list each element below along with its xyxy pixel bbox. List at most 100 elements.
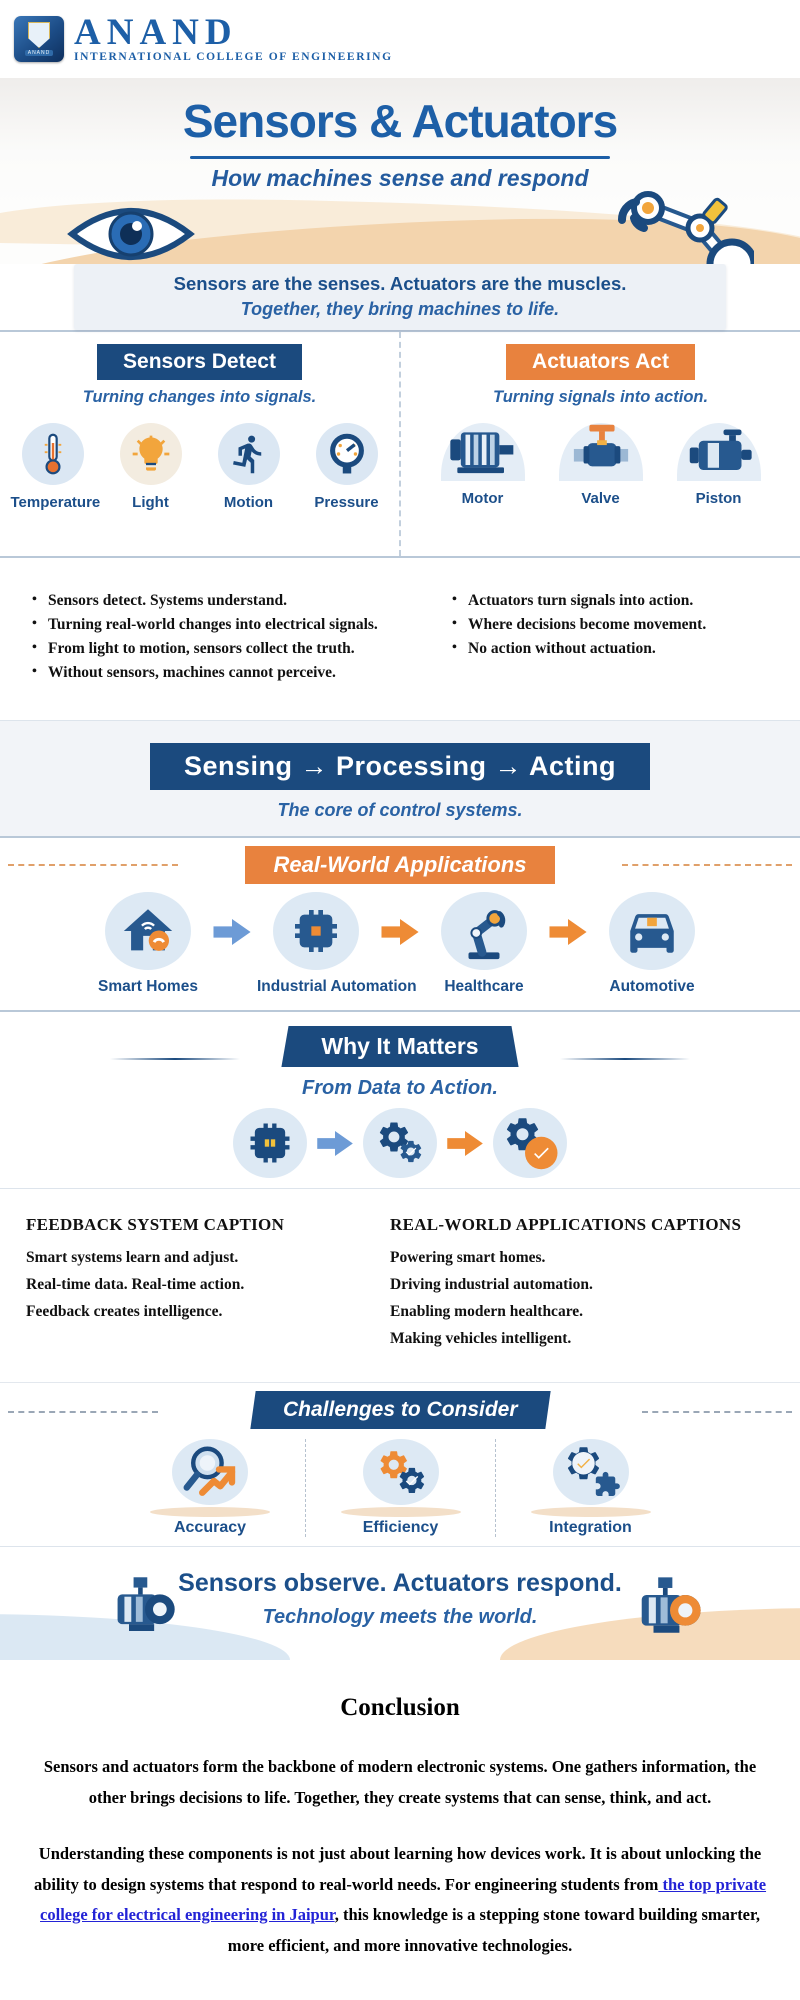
logo-subtitle: INTERNATIONAL COLLEGE OF ENGINEERING [74,50,393,63]
why-it-matters-section: Why It Matters From Data to Action. [0,1010,800,1188]
app-item-smart-homes: Smart Homes [89,892,207,996]
healthcare-robot-arm-icon [441,892,527,970]
applications-header: Real-World Applications [245,846,555,884]
banner-line-right [560,1058,690,1060]
pressure-gauge-icon [315,423,378,485]
chip-icon [273,892,359,970]
closing-line1: Sensors observe. Actuators respond. [178,1569,622,1597]
actuator-item-piston: Piston [667,423,771,507]
light-bulb-icon [119,423,182,485]
why-subtitle: From Data to Action. [302,1077,498,1099]
closing-line2: Technology meets the world. [262,1606,538,1628]
challenges-header: Challenges to Consider [250,1391,550,1429]
shield-icon [28,22,50,48]
app-item-automotive: Automotive [593,892,711,996]
sensor-item-temperature: Temperature [11,423,100,511]
sensor-bullet: Without sensors, machines cannot perceiv… [32,664,440,682]
flow-section: Sensing → Processing → Acting The core o… [0,720,800,836]
robot-arm-icon [604,162,754,264]
applications-captions: REAL-WORLD APPLICATIONS CAPTIONS Powerin… [376,1215,800,1382]
actuator-item-valve: Valve [549,423,653,507]
conclusion-heading: Conclusion [340,1694,460,1721]
tagline-section: Sensors are the senses. Actuators are th… [0,264,800,330]
sensor-item-light: Light [109,423,193,511]
sensor-item-motion: Motion [207,423,291,511]
challenge-item-accuracy: Accuracy [115,1439,305,1537]
bullet-lists-section: Sensors detect. Systems understand. Turn… [0,556,800,720]
gear-puzzle-icon [552,1439,629,1505]
arrow-right-icon [381,919,419,945]
conclusion-paragraph-2: Understanding these components is not ju… [33,1844,767,1955]
logo-ribbon-text: ANAND [24,50,54,56]
actuator-bullet: Actuators turn signals into action. [452,592,800,610]
sensors-detect-header: Sensors Detect [97,344,302,380]
arrow-right-icon [213,919,251,945]
chip-icon [233,1108,307,1178]
valve-icon [558,423,643,481]
actuators-act-header: Actuators Act [506,344,695,380]
flow-subtitle: The core of control systems. [277,800,523,820]
hero-banner: Sensors & Actuators How machines sense a… [0,78,800,264]
pump-icon [632,1575,708,1641]
challenge-item-integration: Integration [495,1439,685,1537]
magnifier-chart-icon [172,1439,248,1505]
page-subtitle: How machines sense and respond [211,165,589,191]
captions-section: FEEDBACK SYSTEM CAPTION Smart systems le… [0,1188,800,1382]
header: ANAND ANAND INTERNATIONAL COLLEGE OF ENG… [0,0,800,78]
smart-home-icon [105,892,191,970]
dashed-line-left [8,864,178,866]
conclusion-paragraph-1: Sensors and actuators form the backbone … [43,1757,757,1807]
feedback-captions-heading: FEEDBACK SYSTEM CAPTION [26,1215,285,1234]
sensor-bullet: From light to motion, sensors collect th… [32,640,440,658]
actuator-bullets: Actuators turn signals into action. Wher… [440,592,800,720]
dashed-line-right [622,864,792,866]
college-logo-icon: ANAND [14,16,64,62]
arrow-right-icon [549,919,587,945]
why-it-matters-header: Why It Matters [281,1026,519,1067]
dashed-line-left [8,1411,158,1413]
applications-section: Real-World Applications Smart Homes [0,836,800,1010]
gears-efficiency-icon [362,1439,439,1505]
sensor-bullet: Turning real-world changes into electric… [32,616,440,634]
feedback-captions: FEEDBACK SYSTEM CAPTION Smart systems le… [0,1215,376,1382]
tagline-card: Sensors are the senses. Actuators are th… [74,264,726,330]
thermometer-icon [21,423,84,485]
logo-title: ANAND [74,11,238,53]
jaipur-college-link[interactable]: the top private college for electrical e… [40,1874,767,1925]
gears-check-icon [363,1108,437,1178]
flow-banner: Sensing → Processing → Acting [149,743,651,790]
gear-approved-icon [493,1108,567,1178]
sensors-subtitle: Turning changes into signals. [82,388,317,406]
actuator-item-motor: Motor [431,423,535,507]
logo-text: ANAND INTERNATIONAL COLLEGE OF ENGINEERI… [74,11,393,63]
conclusion-section: Conclusion Sensors and actuators form th… [0,1660,800,2000]
closing-banner-section: Sensors observe. Actuators respond. Tech… [0,1546,800,1660]
sensors-column: Sensors Detect Turning changes into sign… [0,332,399,556]
dashed-line-right [642,1411,792,1413]
vehicle-icon [609,892,695,970]
sensor-item-pressure: Pressure [305,423,389,511]
eye-icon [66,196,196,264]
arrow-right-icon [447,1131,483,1156]
app-item-healthcare: Healthcare [425,892,543,996]
arrow-right-icon [317,1131,353,1156]
piston-icon [676,423,761,481]
sensors-actuators-section: Sensors Detect Turning changes into sign… [0,330,800,556]
applications-captions-heading: REAL-WORLD APPLICATIONS CAPTIONS [390,1215,742,1234]
page-title: Sensors & Actuators [182,95,618,147]
tagline-line2: Together, they bring machines to life. [240,299,560,319]
app-item-industrial-automation: Industrial Automation [257,892,417,996]
actuators-column: Actuators Act Turning signals into actio… [399,332,800,556]
actuators-subtitle: Turning signals into action. [492,388,709,406]
banner-line-left [110,1058,240,1060]
actuator-bullet: No action without actuation. [452,640,800,658]
actuator-bullet: Where decisions become movement. [452,616,800,634]
motor-icon [440,423,525,481]
challenge-item-efficiency: Efficiency [305,1439,495,1537]
sensor-bullet: Sensors detect. Systems understand. [32,592,440,610]
tagline-line1: Sensors are the senses. Actuators are th… [173,273,627,294]
sensor-bullets: Sensors detect. Systems understand. Turn… [0,592,440,720]
challenges-section: Challenges to Consider Accuracy [0,1382,800,1546]
running-person-icon [217,423,280,485]
